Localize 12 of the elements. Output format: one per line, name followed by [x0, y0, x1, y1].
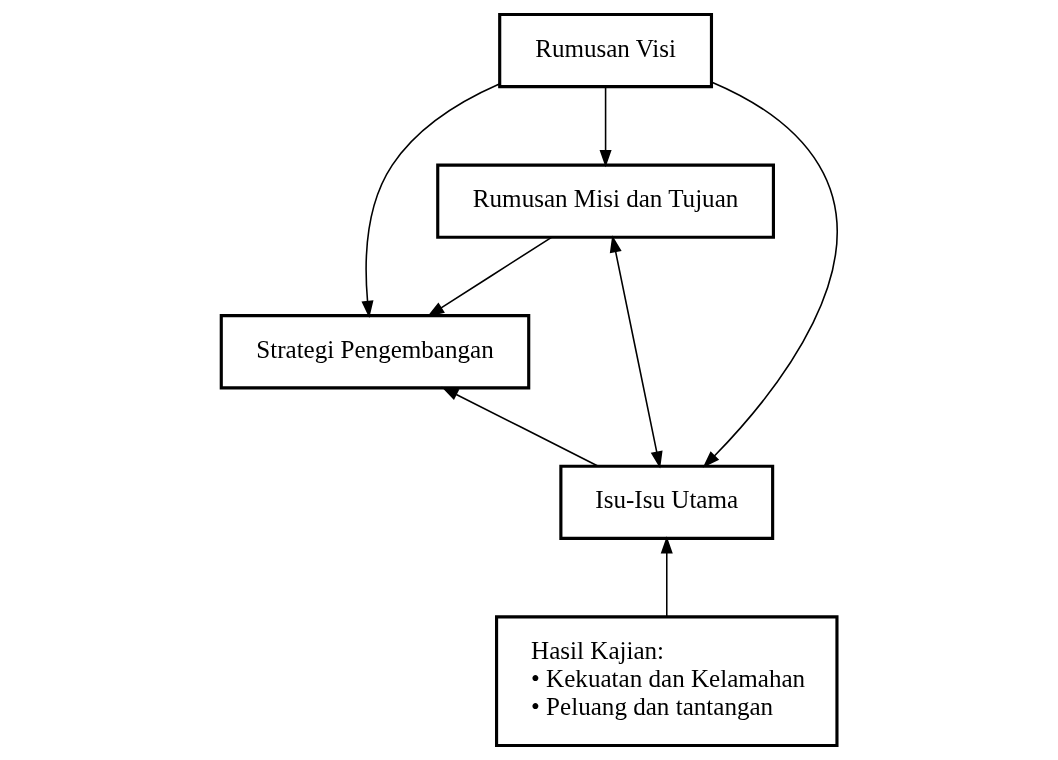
arrow — [599, 86, 612, 168]
arrow — [360, 83, 500, 318]
node-box: Rumusan Visi — [497, 12, 713, 89]
node-box: Strategi Pengembangan — [219, 314, 530, 390]
arrow — [660, 536, 673, 618]
arrow — [440, 386, 599, 467]
arrow — [609, 235, 663, 469]
node-box: Rumusan Misi dan Tujuan — [435, 163, 775, 239]
node-box: Isu-Isu Utama — [558, 464, 774, 540]
arrow — [702, 81, 837, 468]
node-box: Hasil Kajian: • Kekuatan dan Kelamahan • Peluang dan tantangan — [494, 615, 839, 748]
arrow — [426, 236, 552, 317]
